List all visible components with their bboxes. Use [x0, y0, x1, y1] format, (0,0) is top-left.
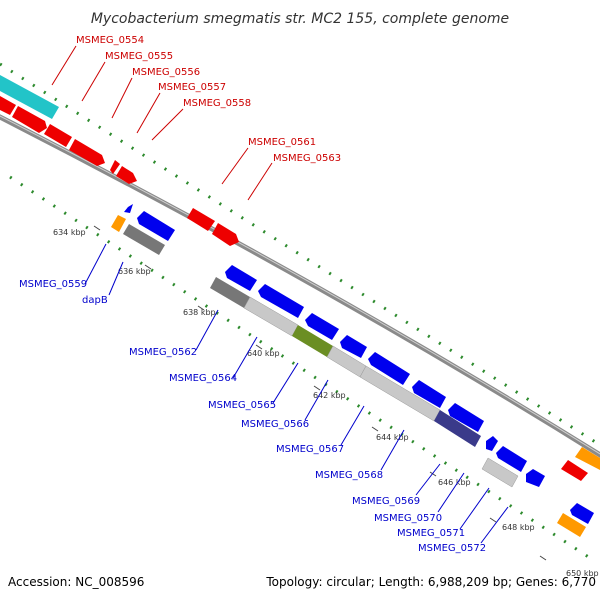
gene-feature[interactable] — [368, 352, 410, 385]
gene-label[interactable]: MSMEG_0555 — [105, 51, 173, 62]
dotted-tracks — [0, 62, 600, 560]
outer-dotted-track — [0, 62, 600, 447]
gene-feature[interactable] — [561, 460, 588, 481]
gene-feature[interactable] — [434, 410, 481, 447]
tick-label: 638 kbp — [183, 308, 216, 317]
gene-feature[interactable] — [187, 208, 215, 231]
gene-feature[interactable] — [0, 96, 16, 115]
tick-label: 634 kbp — [53, 228, 86, 237]
gene-label[interactable]: MSMEG_0570 — [374, 513, 442, 524]
gene-label[interactable]: MSMEG_0563 — [273, 153, 341, 164]
tick-label: 640 kbp — [247, 349, 280, 358]
gene-feature[interactable] — [557, 513, 586, 537]
tick-label: 650 kbp — [566, 569, 599, 578]
gene-feature[interactable] — [212, 223, 239, 246]
gene-feature[interactable] — [210, 277, 250, 308]
gene-feature[interactable] — [340, 335, 367, 358]
gene-label[interactable]: MSMEG_0558 — [183, 98, 251, 109]
gene-feature[interactable] — [116, 166, 137, 184]
gene-label[interactable]: dapB — [82, 295, 108, 306]
gene-feature[interactable] — [305, 313, 339, 340]
gene-label[interactable]: MSMEG_0559 — [19, 279, 87, 290]
gene-feature[interactable] — [481, 457, 519, 488]
gene-feature[interactable] — [570, 503, 594, 524]
gene-feature[interactable] — [137, 211, 175, 241]
gene-label[interactable]: MSMEG_0554 — [76, 35, 144, 46]
gene-feature[interactable] — [123, 224, 165, 255]
tick-label: 644 kbp — [376, 433, 409, 442]
gene-label[interactable]: MSMEG_0572 — [418, 543, 486, 554]
gene-label[interactable]: MSMEG_0571 — [397, 528, 465, 539]
gene-feature[interactable] — [110, 160, 120, 174]
gene-feature[interactable] — [526, 469, 545, 487]
tick-marks — [93, 225, 547, 561]
accession-label: Accession: NC_008596 — [8, 575, 144, 589]
gene-feature[interactable] — [448, 403, 484, 432]
gene-label[interactable]: MSMEG_0556 — [132, 67, 200, 78]
tick-label: 636 kbp — [118, 267, 151, 276]
gene-label[interactable]: MSMEG_0569 — [352, 496, 420, 507]
tick-label: 642 kbp — [313, 391, 346, 400]
genome-backbone-highlight — [0, 115, 600, 455]
gene-label[interactable]: MSMEG_0566 — [241, 419, 309, 430]
map-title: Mycobacterium smegmatis str. MC2 155, co… — [91, 11, 509, 27]
gene-feature[interactable] — [124, 204, 133, 213]
gene-feature[interactable] — [12, 106, 47, 133]
gene-label[interactable]: MSMEG_0568 — [315, 470, 383, 481]
genome-summary: Topology: circular; Length: 6,988,209 bp… — [265, 575, 596, 589]
label-leaders — [51, 45, 509, 544]
forward-strand-genes — [0, 75, 600, 481]
gene-label[interactable]: MSMEG_0562 — [129, 347, 197, 358]
gene-label[interactable]: MSMEG_0567 — [276, 444, 344, 455]
reverse-gene-labels: MSMEG_0559 dapB MSMEG_0562 MSMEG_0564 MS… — [19, 279, 486, 554]
reverse-strand-genes — [111, 204, 594, 537]
forward-gene-labels: MSMEG_0554 MSMEG_0555 MSMEG_0556 MSMEG_0… — [76, 35, 341, 164]
gene-label[interactable]: MSMEG_0557 — [158, 82, 226, 93]
gene-label[interactable]: MSMEG_0565 — [208, 400, 276, 411]
gene-label[interactable]: MSMEG_0564 — [169, 373, 237, 384]
tick-label: 646 kbp — [438, 478, 471, 487]
gene-feature[interactable] — [258, 284, 304, 318]
gene-feature[interactable] — [575, 447, 600, 470]
tick-label: 648 kbp — [502, 523, 535, 532]
inner-dotted-track — [9, 175, 591, 560]
gene-feature[interactable] — [111, 215, 126, 232]
gene-feature[interactable] — [496, 446, 527, 472]
gene-label[interactable]: MSMEG_0561 — [248, 137, 316, 148]
genome-backbone — [0, 114, 600, 458]
gene-feature[interactable] — [225, 265, 257, 291]
gene-feature[interactable] — [412, 380, 446, 408]
gene-feature[interactable] — [486, 436, 498, 451]
gene-feature[interactable] — [69, 139, 105, 166]
gene-feature[interactable] — [0, 75, 59, 119]
gene-feature[interactable] — [292, 325, 333, 357]
tick-labels: 634 kbp 636 kbp 638 kbp 640 kbp 642 kbp … — [53, 228, 599, 578]
gene-feature[interactable] — [44, 124, 72, 147]
